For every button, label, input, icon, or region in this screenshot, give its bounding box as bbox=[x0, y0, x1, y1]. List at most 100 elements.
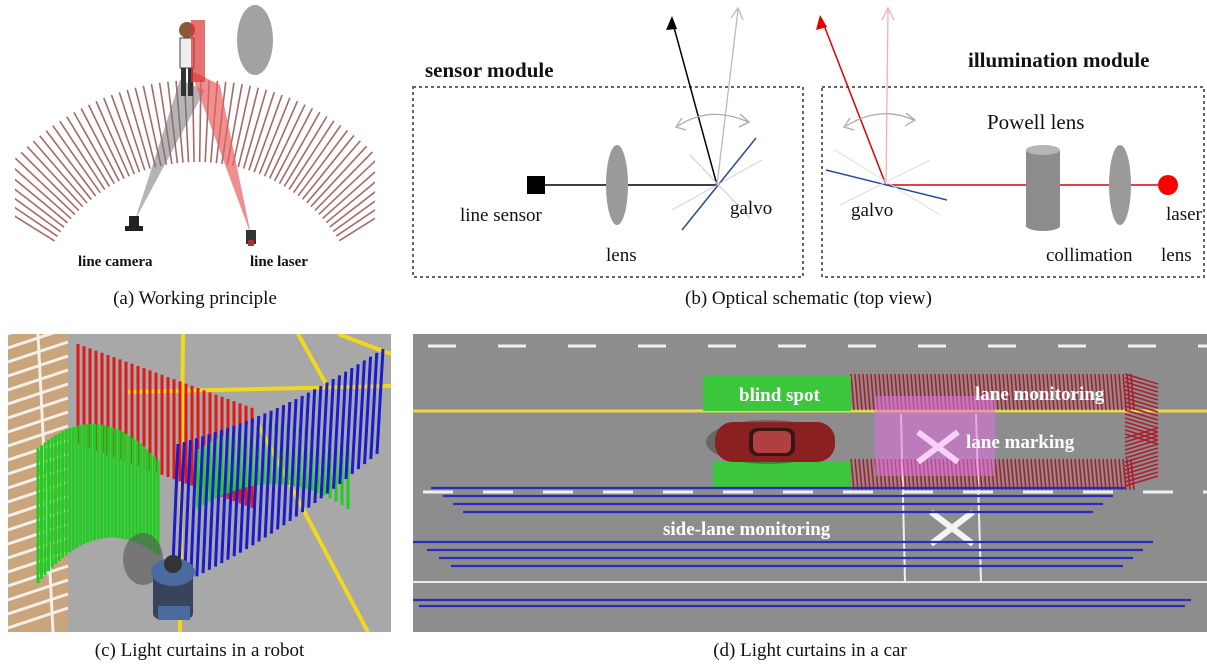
lane-curtain-bar bbox=[1046, 373, 1051, 411]
curtain-fan bbox=[15, 80, 375, 242]
lane-curtain-bar bbox=[1066, 373, 1071, 411]
lane-curtain-bar bbox=[1014, 373, 1019, 411]
blue-curtain-bar bbox=[294, 395, 304, 517]
curtain-line bbox=[15, 157, 76, 216]
curtain-line bbox=[263, 100, 299, 177]
blind-spot-label: blind spot bbox=[739, 385, 820, 406]
car bbox=[706, 420, 835, 464]
lane-curtain-bar bbox=[1090, 458, 1095, 491]
lane-curtain-bar bbox=[1038, 458, 1043, 491]
lane-curtain-bar bbox=[1124, 467, 1159, 479]
lane-curtain-bar bbox=[1102, 458, 1107, 491]
lane-curtain-bar bbox=[1010, 373, 1015, 411]
lane-curtain-bar bbox=[1124, 405, 1159, 417]
collimation-lens bbox=[1109, 145, 1131, 225]
blue-curtain-bar bbox=[375, 348, 385, 455]
blue-curtain-bar bbox=[307, 389, 317, 508]
lane-curtain-bar bbox=[1102, 373, 1107, 411]
robot-figure bbox=[123, 533, 195, 620]
galvo-left-rotation-arrow bbox=[677, 113, 749, 127]
galvo-right-rotation-arrow bbox=[845, 113, 915, 127]
person-shadow bbox=[237, 5, 273, 75]
galvo-right-ghost-1 bbox=[834, 149, 941, 216]
lane-curtain-bar bbox=[1124, 463, 1159, 475]
lane-curtain-bar bbox=[1106, 458, 1111, 491]
blue-curtain-bar bbox=[226, 425, 236, 560]
rotation-arrow-right-right-tip bbox=[904, 112, 917, 127]
lane-curtain-bar bbox=[1106, 373, 1111, 411]
blue-curtain-bar bbox=[195, 436, 205, 577]
blue-curtain-bar bbox=[232, 423, 242, 557]
lane-curtain-bar bbox=[1034, 373, 1039, 411]
brick-mortar bbox=[8, 410, 69, 434]
lane-curtain-bar bbox=[994, 373, 999, 411]
galvo-right-label: galvo bbox=[851, 200, 894, 221]
curtain-line bbox=[15, 178, 69, 224]
side-lane-label: side-lane monitoring bbox=[663, 519, 831, 540]
lane-curtain-bar bbox=[1030, 373, 1035, 411]
galvo-left-ghost-1 bbox=[671, 159, 763, 211]
laser-beam-arrowhead bbox=[816, 15, 827, 30]
curtain-line bbox=[15, 188, 65, 228]
lane-curtain-bar bbox=[1006, 373, 1011, 411]
curtain-line bbox=[59, 120, 106, 191]
curtain-line bbox=[20, 151, 80, 212]
caption-c: (c) Light curtains in a robot bbox=[94, 640, 305, 661]
curtain-line bbox=[332, 200, 375, 233]
curtain-line bbox=[15, 206, 59, 237]
x-marking-upper bbox=[916, 429, 960, 465]
blue-curtain-bar bbox=[363, 356, 373, 465]
lane-curtain-bar bbox=[1098, 458, 1103, 491]
lane-curtain-bar bbox=[1086, 373, 1091, 411]
lane-curtain-bar bbox=[854, 373, 859, 411]
laser-faint-arrowhead bbox=[881, 6, 895, 21]
brick-mortar bbox=[8, 578, 69, 602]
curtain-line bbox=[15, 197, 62, 233]
lane-curtain-bar bbox=[1006, 458, 1011, 491]
lane-curtain-bar bbox=[1124, 475, 1159, 487]
sensor-module-box bbox=[412, 86, 804, 278]
caption-d: (d) Light curtains in a car bbox=[713, 640, 907, 661]
lane-curtain-bar bbox=[850, 373, 855, 411]
lane-curtain-bar bbox=[866, 458, 871, 491]
camera-frustum bbox=[135, 80, 205, 220]
curtain-line bbox=[248, 91, 276, 171]
panel-b-schematic bbox=[412, 6, 1205, 278]
curtain-line bbox=[306, 140, 361, 204]
lane-curtain-bar bbox=[1124, 385, 1159, 397]
curtain-line bbox=[73, 112, 115, 185]
curtain-line bbox=[278, 111, 321, 185]
lane-curtain-bar bbox=[862, 458, 867, 491]
curtain-line bbox=[118, 92, 146, 171]
lane-curtain-bar bbox=[1018, 373, 1023, 411]
curtain-line bbox=[39, 135, 92, 200]
rotation-arrow-right-left-tip bbox=[842, 117, 855, 131]
laser-source-dot bbox=[1158, 175, 1178, 195]
blue-curtain-bar bbox=[269, 407, 279, 534]
panel-c-scene bbox=[8, 334, 391, 632]
curtain-line bbox=[258, 97, 291, 175]
curtain-line bbox=[26, 146, 84, 208]
brick-mortar bbox=[8, 382, 69, 406]
curtain-line bbox=[134, 87, 157, 168]
lane-curtain-bar bbox=[1082, 373, 1087, 411]
curtain-line bbox=[66, 116, 111, 188]
lane-curtain-bar bbox=[1062, 373, 1067, 411]
brick-mortar bbox=[8, 592, 69, 616]
illumination-module-title: illumination module bbox=[968, 48, 1150, 72]
lane-curtain-bar bbox=[1124, 451, 1159, 463]
x-marking-lower bbox=[929, 509, 975, 547]
lane-curtain-bar bbox=[1074, 458, 1079, 491]
curtain-line bbox=[288, 120, 335, 190]
blue-curtain-bar bbox=[350, 364, 360, 475]
lane-curtain-bar bbox=[1122, 458, 1127, 491]
lens-label: lens bbox=[606, 245, 637, 266]
lane-curtain-bar bbox=[1014, 458, 1019, 491]
blue-curtain-bar bbox=[282, 402, 292, 526]
lane-curtain-bar bbox=[1124, 373, 1159, 385]
curtain-line bbox=[301, 134, 355, 200]
lane-curtain-bar bbox=[1026, 458, 1031, 491]
lane-curtain-bar bbox=[1122, 373, 1127, 411]
lane-curtain-bar bbox=[998, 458, 1003, 491]
lane-curtain-bar bbox=[1034, 458, 1039, 491]
